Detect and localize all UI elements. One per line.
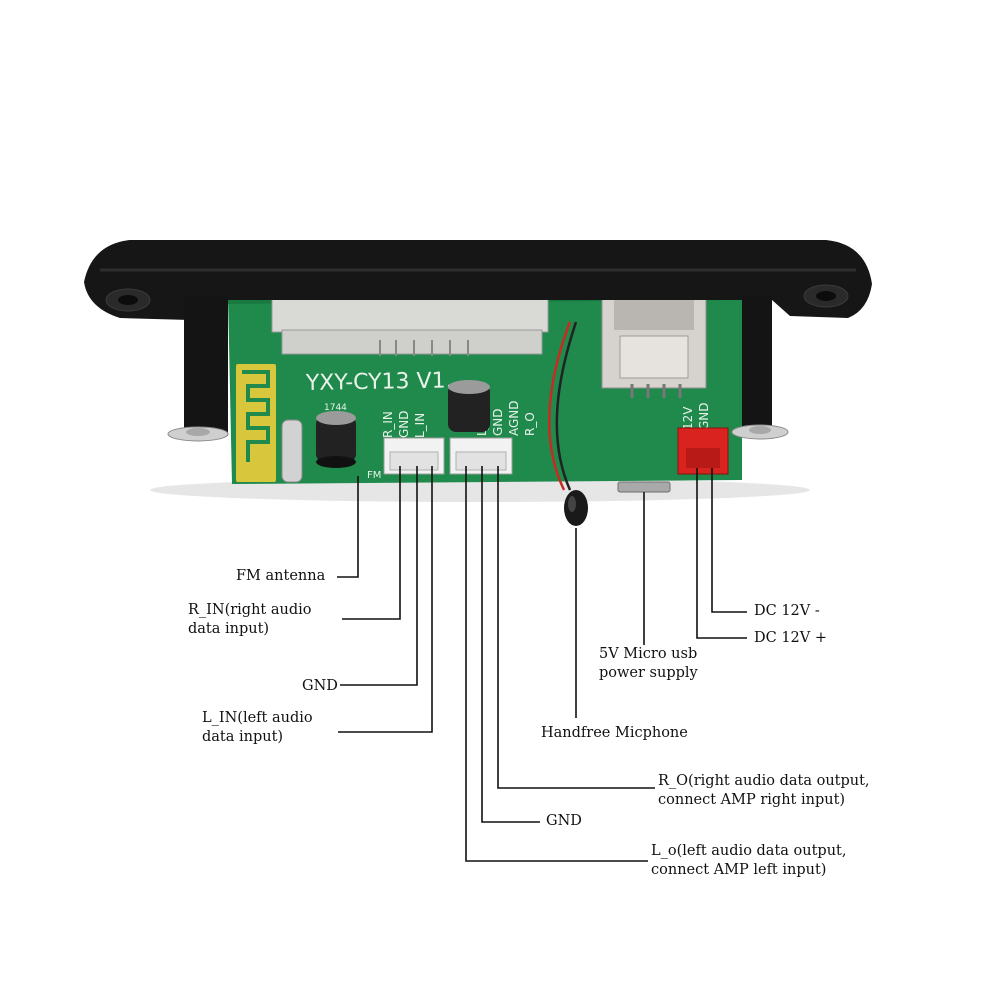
board-model-print: YXY-CY13 V1.	[305, 368, 453, 396]
callout-line: L_IN(left audio	[202, 710, 313, 726]
pin-silk-label: AGND	[507, 400, 521, 436]
micro-usb-port	[617, 481, 671, 493]
callout-line: power supply	[599, 665, 698, 681]
crystal	[281, 419, 303, 483]
callout-r-out: R_O(right audio data output, connect AMP…	[658, 772, 870, 810]
pin-silk-label: R_O	[523, 412, 537, 436]
callout-line: Handfree Micphone	[541, 725, 688, 741]
callout-dc-positive: DC 12V +	[754, 629, 827, 648]
leader-dcpos	[696, 468, 747, 639]
callout-line: DC 12V +	[754, 630, 828, 646]
callout-line: data input)	[202, 729, 284, 745]
leader-ro	[497, 466, 655, 789]
leader-fm	[337, 476, 359, 578]
leader-lo	[465, 466, 648, 862]
capacitor-1	[316, 411, 356, 468]
callout-gnd-input: GND	[302, 677, 338, 696]
mounting-bezel	[84, 240, 872, 436]
callout-line: R_IN(right audio	[188, 602, 312, 618]
fm-silk: FM	[367, 470, 381, 481]
ribbon-connector	[271, 291, 549, 356]
board-date-code: 1744	[324, 403, 347, 413]
pin-silk-label: GND	[397, 410, 411, 438]
callout-line: GND	[302, 678, 338, 694]
callout-r-in: R_IN(right audio data input)	[188, 601, 312, 639]
callout-microphone: Handfree Micphone	[541, 724, 688, 743]
callout-micro-usb: 5V Micro usb power supply	[599, 645, 698, 683]
pin-silk-label: GND	[491, 408, 505, 436]
audio-input-connector	[383, 437, 445, 475]
leader-rin	[342, 466, 401, 620]
leader-lines	[337, 466, 747, 862]
callout-line: 5V Micro usb	[599, 646, 698, 662]
callout-line: data input)	[188, 621, 270, 637]
leader-gnd-in	[340, 466, 418, 686]
callout-line: R_O(right audio data output,	[658, 773, 870, 789]
pin-silk-label: R_IN	[381, 411, 395, 438]
callout-fm-antenna: FM antenna	[236, 567, 325, 586]
capacitor-2	[448, 380, 490, 432]
callout-line: FM antenna	[236, 568, 326, 584]
pin-silk-label: GND	[697, 402, 711, 430]
callout-line: GND	[546, 813, 582, 829]
leader-gnd-out	[481, 466, 540, 823]
usb-socket	[601, 291, 707, 398]
screw-left	[167, 426, 229, 442]
callout-line: L_o(left audio data output,	[651, 843, 847, 859]
pin-silk-label: 12V	[681, 406, 695, 430]
callout-dc-negative: DC 12V -	[754, 602, 820, 621]
callout-line: connect AMP right input)	[658, 792, 846, 808]
pin-silk-label: L_IN	[413, 413, 427, 438]
audio-output-connector	[449, 437, 513, 475]
callout-gnd-output: GND	[546, 812, 582, 831]
screw-right	[731, 424, 789, 440]
dc-power-connector	[677, 427, 729, 475]
callout-line: DC 12V -	[754, 603, 820, 619]
callout-l-out: L_o(left audio data output, connect AMP …	[651, 842, 847, 880]
leader-lin	[338, 466, 433, 733]
callout-l-in: L_IN(left audio data input)	[202, 709, 313, 747]
microphone	[548, 321, 588, 526]
leader-dcneg	[711, 468, 747, 613]
callout-line: connect AMP left input)	[651, 862, 827, 878]
